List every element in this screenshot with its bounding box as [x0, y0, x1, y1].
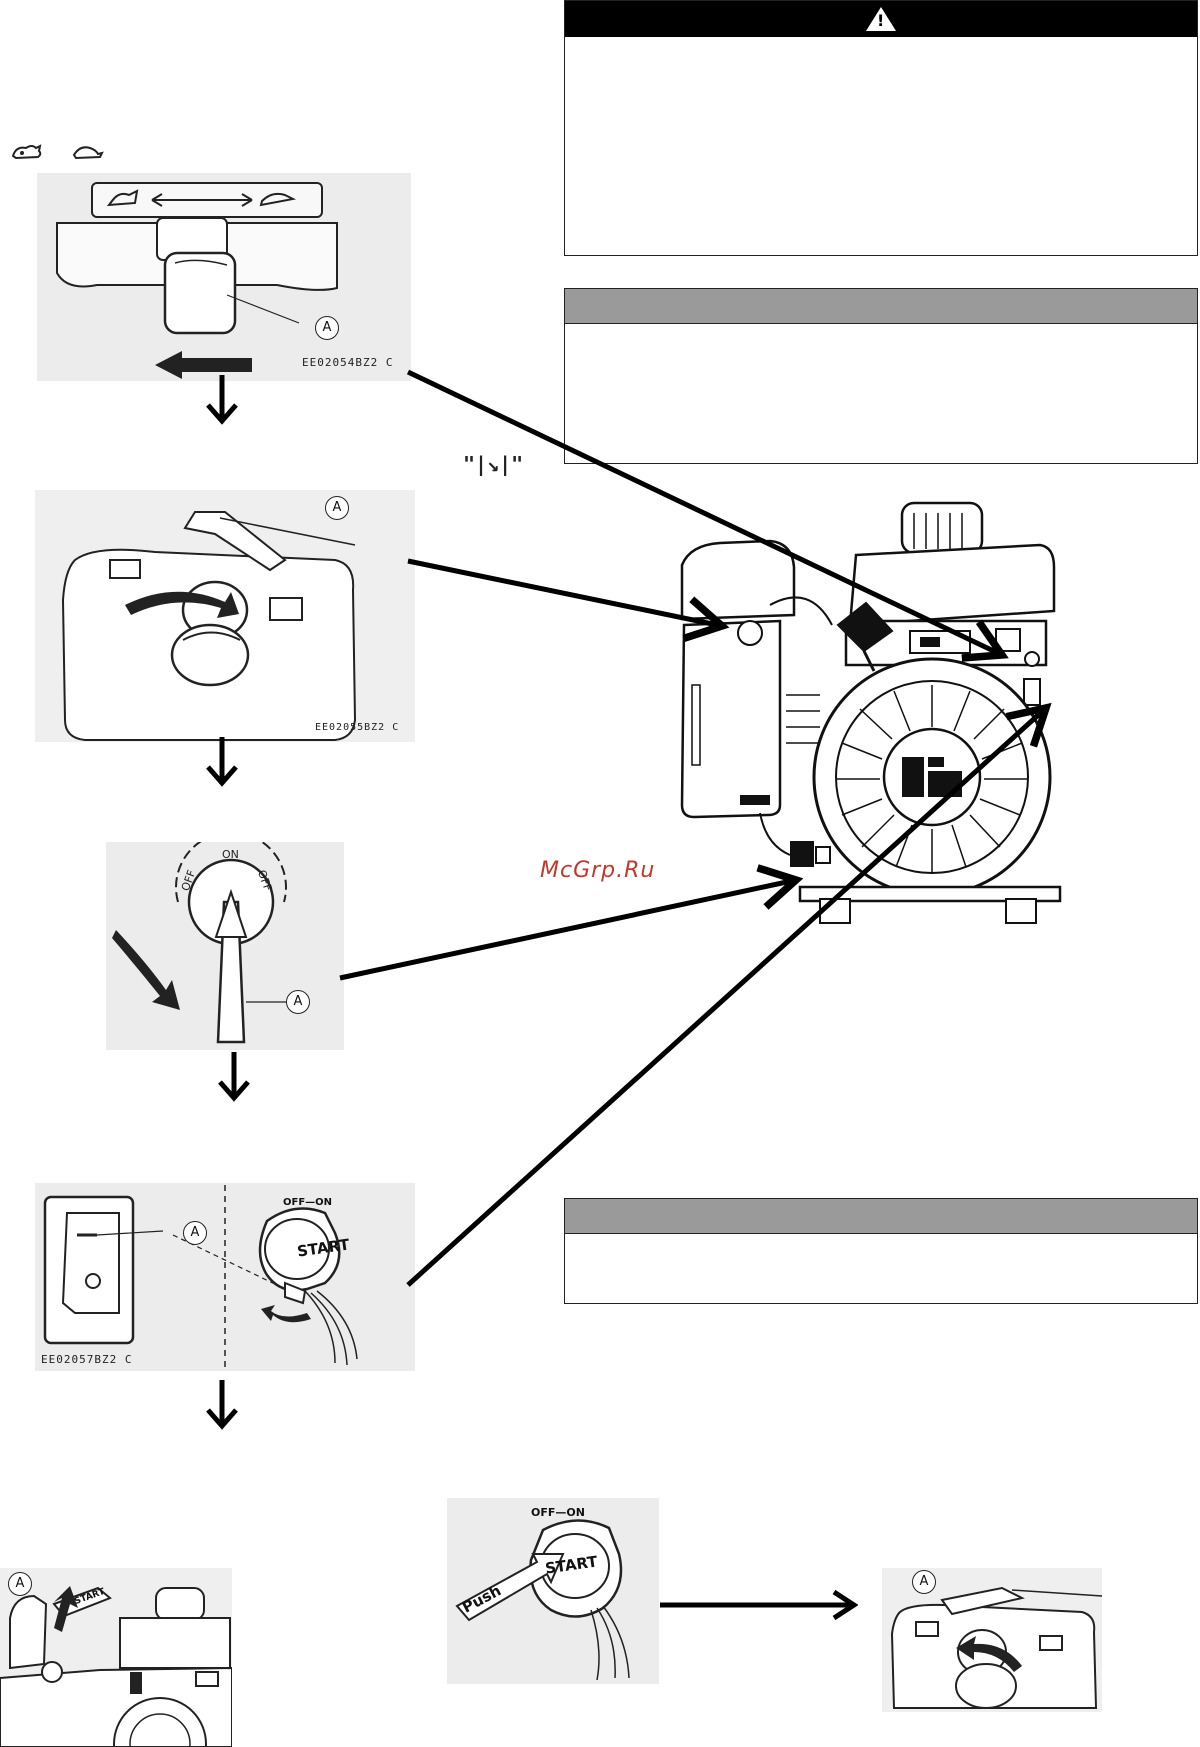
switch-label-on: ON: [222, 848, 239, 861]
rabbit-icon: [11, 144, 42, 160]
figure-push-start: Push START OFF—ON: [447, 1498, 659, 1684]
figure-code: EE02055BZ2 C: [315, 722, 400, 733]
figure-code: EE02057BZ2 C: [41, 1353, 133, 1366]
arrow-switch-to-engine: [339, 864, 804, 981]
fuel-valve-symbol: "|↘|": [463, 452, 524, 476]
dial-off-on: OFF—ON: [283, 1197, 333, 1208]
choke-symbol-row: [10, 140, 110, 164]
callout-a: A: [8, 1572, 32, 1596]
callout-a: A: [183, 1221, 207, 1245]
callout-a: A: [325, 496, 349, 520]
warning-box: !: [564, 0, 1198, 256]
figure-fuel-valve: A EE02055BZ2 C: [35, 490, 415, 742]
watermark: McGrp.Ru: [540, 858, 656, 883]
warning-triangle-icon: !: [866, 7, 896, 31]
flow-arrow-down-2: [206, 737, 238, 787]
callout-a: A: [286, 990, 310, 1014]
callout-a: A: [912, 1570, 936, 1594]
arrow-start-to-engine: [406, 702, 1052, 1287]
arrow-choke-to-engine: [406, 369, 1009, 662]
arrow-fuel-valve-to-engine: [407, 558, 730, 643]
figure-start-switch: A START OFF—ON EE02057BZ2 C: [35, 1183, 415, 1371]
dial-off-on: OFF—ON: [531, 1506, 585, 1519]
figure-engine-switch: OFF ON OFF A: [106, 842, 344, 1050]
flow-arrow-down-3: [218, 1052, 250, 1102]
flow-arrow-down-1: [206, 375, 238, 425]
turtle-icon: [72, 146, 104, 160]
callout-a: A: [315, 316, 339, 340]
flow-arrow-right: [660, 1589, 858, 1621]
figure-engine-overview: [670, 495, 1090, 935]
notice-box-1: [564, 288, 1198, 464]
figure-fuel-valve-close: A: [882, 1568, 1102, 1712]
warning-header: !: [565, 1, 1197, 37]
figure-choke-lever: A EE02054BZ2 C: [37, 173, 411, 381]
notice-header-2: [565, 1199, 1197, 1234]
flow-arrow-down-4: [206, 1380, 238, 1430]
figure-code: EE02054BZ2 C: [302, 356, 394, 369]
notice-box-2: [564, 1198, 1198, 1304]
notice-header-1: [565, 289, 1197, 324]
figure-recoil-starter: A START: [0, 1568, 232, 1747]
